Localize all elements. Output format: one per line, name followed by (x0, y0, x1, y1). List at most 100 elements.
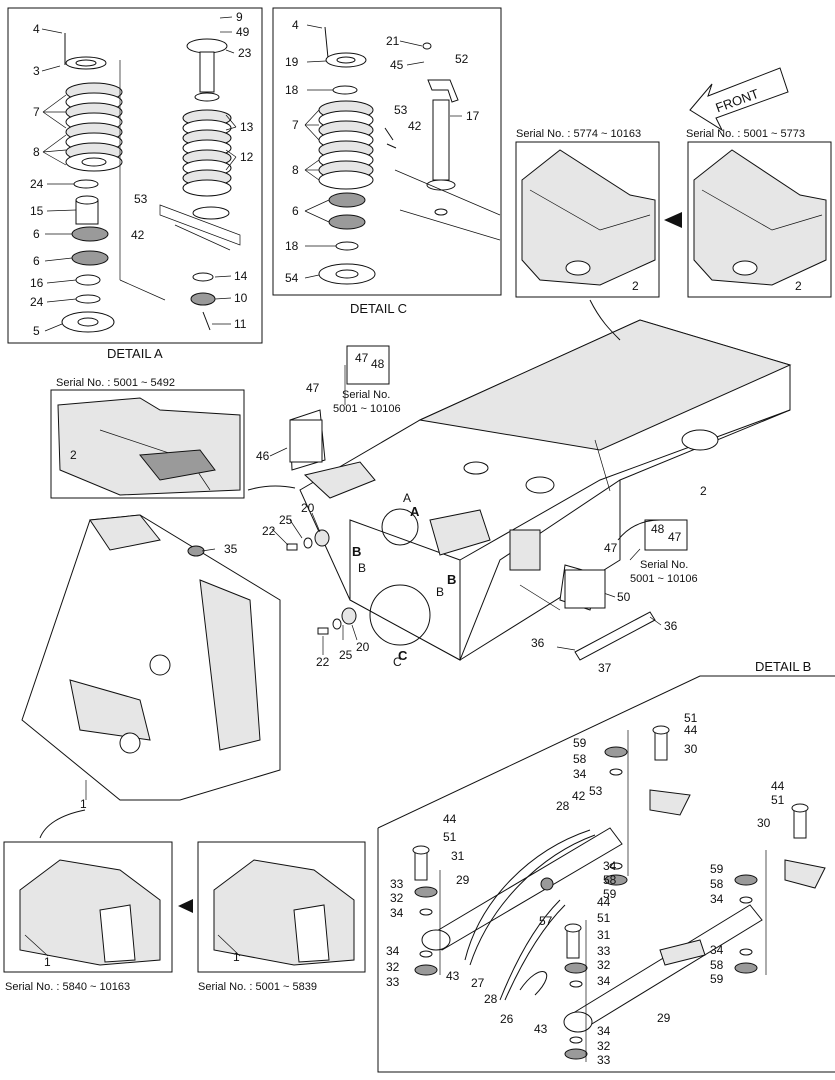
callout: 47 (604, 541, 618, 555)
callout: 34 (597, 974, 611, 988)
loader-frame (21, 514, 281, 801)
callout: 26 (500, 1012, 514, 1026)
pivot-hardware (286, 529, 357, 635)
detail-b-callouts: 44 51 30 59 58 34 42 53 28 44 51 31 33 3… (386, 711, 785, 1067)
callout: 34 (710, 943, 724, 957)
callout: 58 (573, 752, 587, 766)
detail-a-title: DETAIL A (107, 346, 163, 361)
callout: 25 (339, 648, 353, 662)
callout: 43 (446, 969, 460, 983)
callout: 9 (236, 10, 243, 24)
callout: 58 (710, 958, 724, 972)
callout: 6 (33, 227, 40, 241)
callout: 32 (597, 1039, 611, 1053)
detail-c-title: DETAIL C (350, 301, 407, 316)
main-callouts: 47 48 47 46 2 2 2 2 35 25 20 22 A B B 25… (44, 279, 802, 969)
callout: 14 (234, 269, 248, 283)
strut-37 (574, 611, 656, 661)
callout: 1 (44, 955, 51, 969)
callout: 18 (285, 83, 299, 97)
callout: 21 (386, 34, 400, 48)
callout: 53 (134, 192, 148, 206)
detail-letter-b2: B (447, 572, 456, 587)
callout: 33 (597, 944, 611, 958)
callout: 1 (233, 950, 240, 964)
callout: 28 (484, 992, 498, 1006)
callout: 8 (292, 163, 299, 177)
callout: 1 (80, 797, 87, 811)
callout: 22 (316, 655, 330, 669)
callout: 50 (617, 590, 631, 604)
callout: 29 (456, 873, 470, 887)
frame-inset-5001-5773 (687, 141, 832, 298)
callout: 2 (795, 279, 802, 293)
callout: 30 (757, 816, 771, 830)
serial-5840-10163: Serial No. : 5840 ~ 10163 (5, 981, 130, 993)
frame-inset-5001-5839 (197, 841, 366, 973)
callout: 47 (306, 381, 320, 395)
detail-a-callouts: 4 3 7 8 24 15 6 6 16 24 5 9 49 23 13 12 … (30, 10, 254, 338)
callout: 54 (285, 271, 299, 285)
serial-inset-top-2: 5001 ~ 10106 (333, 403, 401, 415)
callout: 52 (455, 52, 469, 66)
callout: 58 (710, 877, 724, 891)
callout: 28 (556, 799, 570, 813)
serial-5001-5492: Serial No. : 5001 ~ 5492 (56, 377, 175, 389)
detail-b-panel (377, 675, 835, 1073)
callout: 59 (710, 862, 724, 876)
callout: 29 (657, 1011, 671, 1025)
detail-b-title: DETAIL B (755, 659, 811, 674)
callout: B (358, 561, 366, 575)
callout: 42 (408, 119, 422, 133)
frame-inset-5774-10163 (515, 141, 660, 298)
callout: 36 (531, 636, 545, 650)
callout: 35 (224, 542, 238, 556)
detail-a-panel (7, 7, 263, 344)
callout: 34 (386, 944, 400, 958)
detail-letter-b1: B (352, 544, 361, 559)
callout: 37 (598, 661, 612, 675)
callout: 20 (301, 501, 315, 515)
serial-inset-right-2: 5001 ~ 10106 (630, 573, 698, 585)
callout: 47 (668, 530, 682, 544)
callout: 48 (651, 522, 665, 536)
callout: 36 (664, 619, 678, 633)
callout: 34 (710, 892, 724, 906)
detail-letter-c: C (398, 648, 408, 663)
callout: 44 (771, 779, 785, 793)
callout: 53 (589, 784, 603, 798)
callout: 22 (262, 524, 276, 538)
callout: 7 (292, 118, 299, 132)
callout: 34 (390, 906, 404, 920)
callout: 10 (234, 291, 248, 305)
callout: 47 (355, 351, 369, 365)
callout: C (393, 655, 402, 669)
callout: 33 (390, 877, 404, 891)
callout: 33 (386, 975, 400, 989)
leader-lines (24, 16, 662, 957)
callout: 59 (710, 972, 724, 986)
detail-c-panel (272, 7, 502, 296)
callout: 4 (292, 18, 299, 32)
callout: 23 (238, 46, 252, 60)
detail-c-callouts: 4 19 18 7 8 6 18 54 21 45 52 53 42 17 (285, 18, 480, 285)
callout: 51 (443, 830, 457, 844)
frame-inset-5001-5492 (50, 389, 245, 499)
inset-box-47-48-right (564, 519, 688, 609)
callout: 12 (240, 150, 254, 164)
callout: 11 (234, 317, 247, 331)
callout: 46 (256, 449, 270, 463)
callout: 48 (371, 357, 385, 371)
callout: 6 (292, 204, 299, 218)
callout: 24 (30, 295, 44, 309)
spring-stack-a2 (182, 109, 232, 197)
main-frame (289, 319, 792, 661)
callout: 18 (285, 239, 299, 253)
callout: 57 (539, 914, 553, 928)
callout: 58 (603, 873, 617, 887)
callout: 4 (33, 22, 40, 36)
callout: 27 (471, 976, 485, 990)
callout: 32 (386, 960, 400, 974)
callout: A (403, 491, 411, 505)
